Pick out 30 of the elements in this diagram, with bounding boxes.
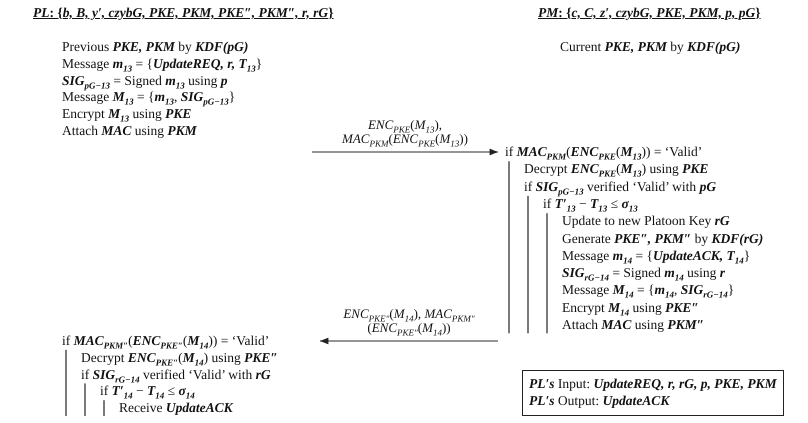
info-box <box>522 370 784 416</box>
step-text: Decrypt ENC$_{PKE″}$(M$_{14}$) using PKE″ <box>81 348 278 366</box>
step-text: Previous PKE, PKM by KDF(pG) <box>62 38 248 55</box>
step-text: if T′$_{13}$ − T$_{13}$ ≤ σ$_{13}$ <box>543 196 638 212</box>
step-text: Current PKE, PKM by KDF(pG) <box>560 38 740 55</box>
step-text: Decrypt ENC$_{PKE}$(M$_{13}$) using PKE <box>524 160 708 178</box>
step-text: Update to new Platoon Key rG <box>562 212 730 230</box>
step-text: SIG$_{rG−14}$ = Signed m$_{14}$ using r <box>562 264 726 282</box>
step-text: Generate PKE″, PKM″ by KDF(rG) <box>562 230 764 246</box>
entity-heading: PM: {c, C, z′, czybG, PKE, PKM, p, pG} <box>538 5 761 21</box>
step-text: Message M$_{13}$ = {m$_{13}$, SIG$_{pG−13}$} <box>62 89 236 106</box>
message-arrow <box>312 148 498 156</box>
entity-heading: PL: {b, B, y′, czybG, PKE, PKM, PKE″, PKM″, r, rG} <box>33 5 334 21</box>
io-text: PL′s Input: UpdateREQ, r, rG, p, PKE, PKM <box>529 375 777 392</box>
step-text: Message m$_{13}$ = {UpdateREQ, r, T$_{13}$} <box>62 54 262 72</box>
step-text: if SIG$_{rG−14}$ verified ‘Valid’ with rG <box>81 366 271 383</box>
step-text: if MAC$_{PKM}$(ENC$_{PKE}$(M$_{13}$)) = ‘Valid’ <box>505 143 702 160</box>
step-text: Receive UpdateACK <box>119 399 233 416</box>
step-text: Attach MAC using PKM <box>62 122 197 139</box>
step-text: if MAC$_{PKM″}$(ENC$_{PKE″}$(M$_{14}$)) = ‘Valid’ <box>62 332 270 349</box>
step-text: if SIG$_{pG−13}$ verified ‘Valid’ with pG <box>524 178 716 195</box>
message-arrow <box>320 338 498 344</box>
step-text: Encrypt M$_{13}$ using PKE <box>62 105 192 122</box>
io-text: PL′s Output: UpdateACK <box>529 392 670 409</box>
step-text: if T′$_{14}$ − T$_{14}$ ≤ σ$_{14}$ <box>100 383 195 400</box>
step-text: Attach MAC using PKM″ <box>562 316 704 333</box>
step-text: Message m$_{14}$ = {UpdateACK, T$_{14}$} <box>562 246 750 264</box>
step-text: Encrypt M$_{14}$ using PKE″ <box>562 298 699 316</box>
step-text: SIG$_{pG−13}$ = Signed m$_{13}$ using p <box>62 72 228 89</box>
step-text: Message M$_{14}$ = {m$_{14}$, SIG$_{rG−14}$} <box>562 281 734 298</box>
